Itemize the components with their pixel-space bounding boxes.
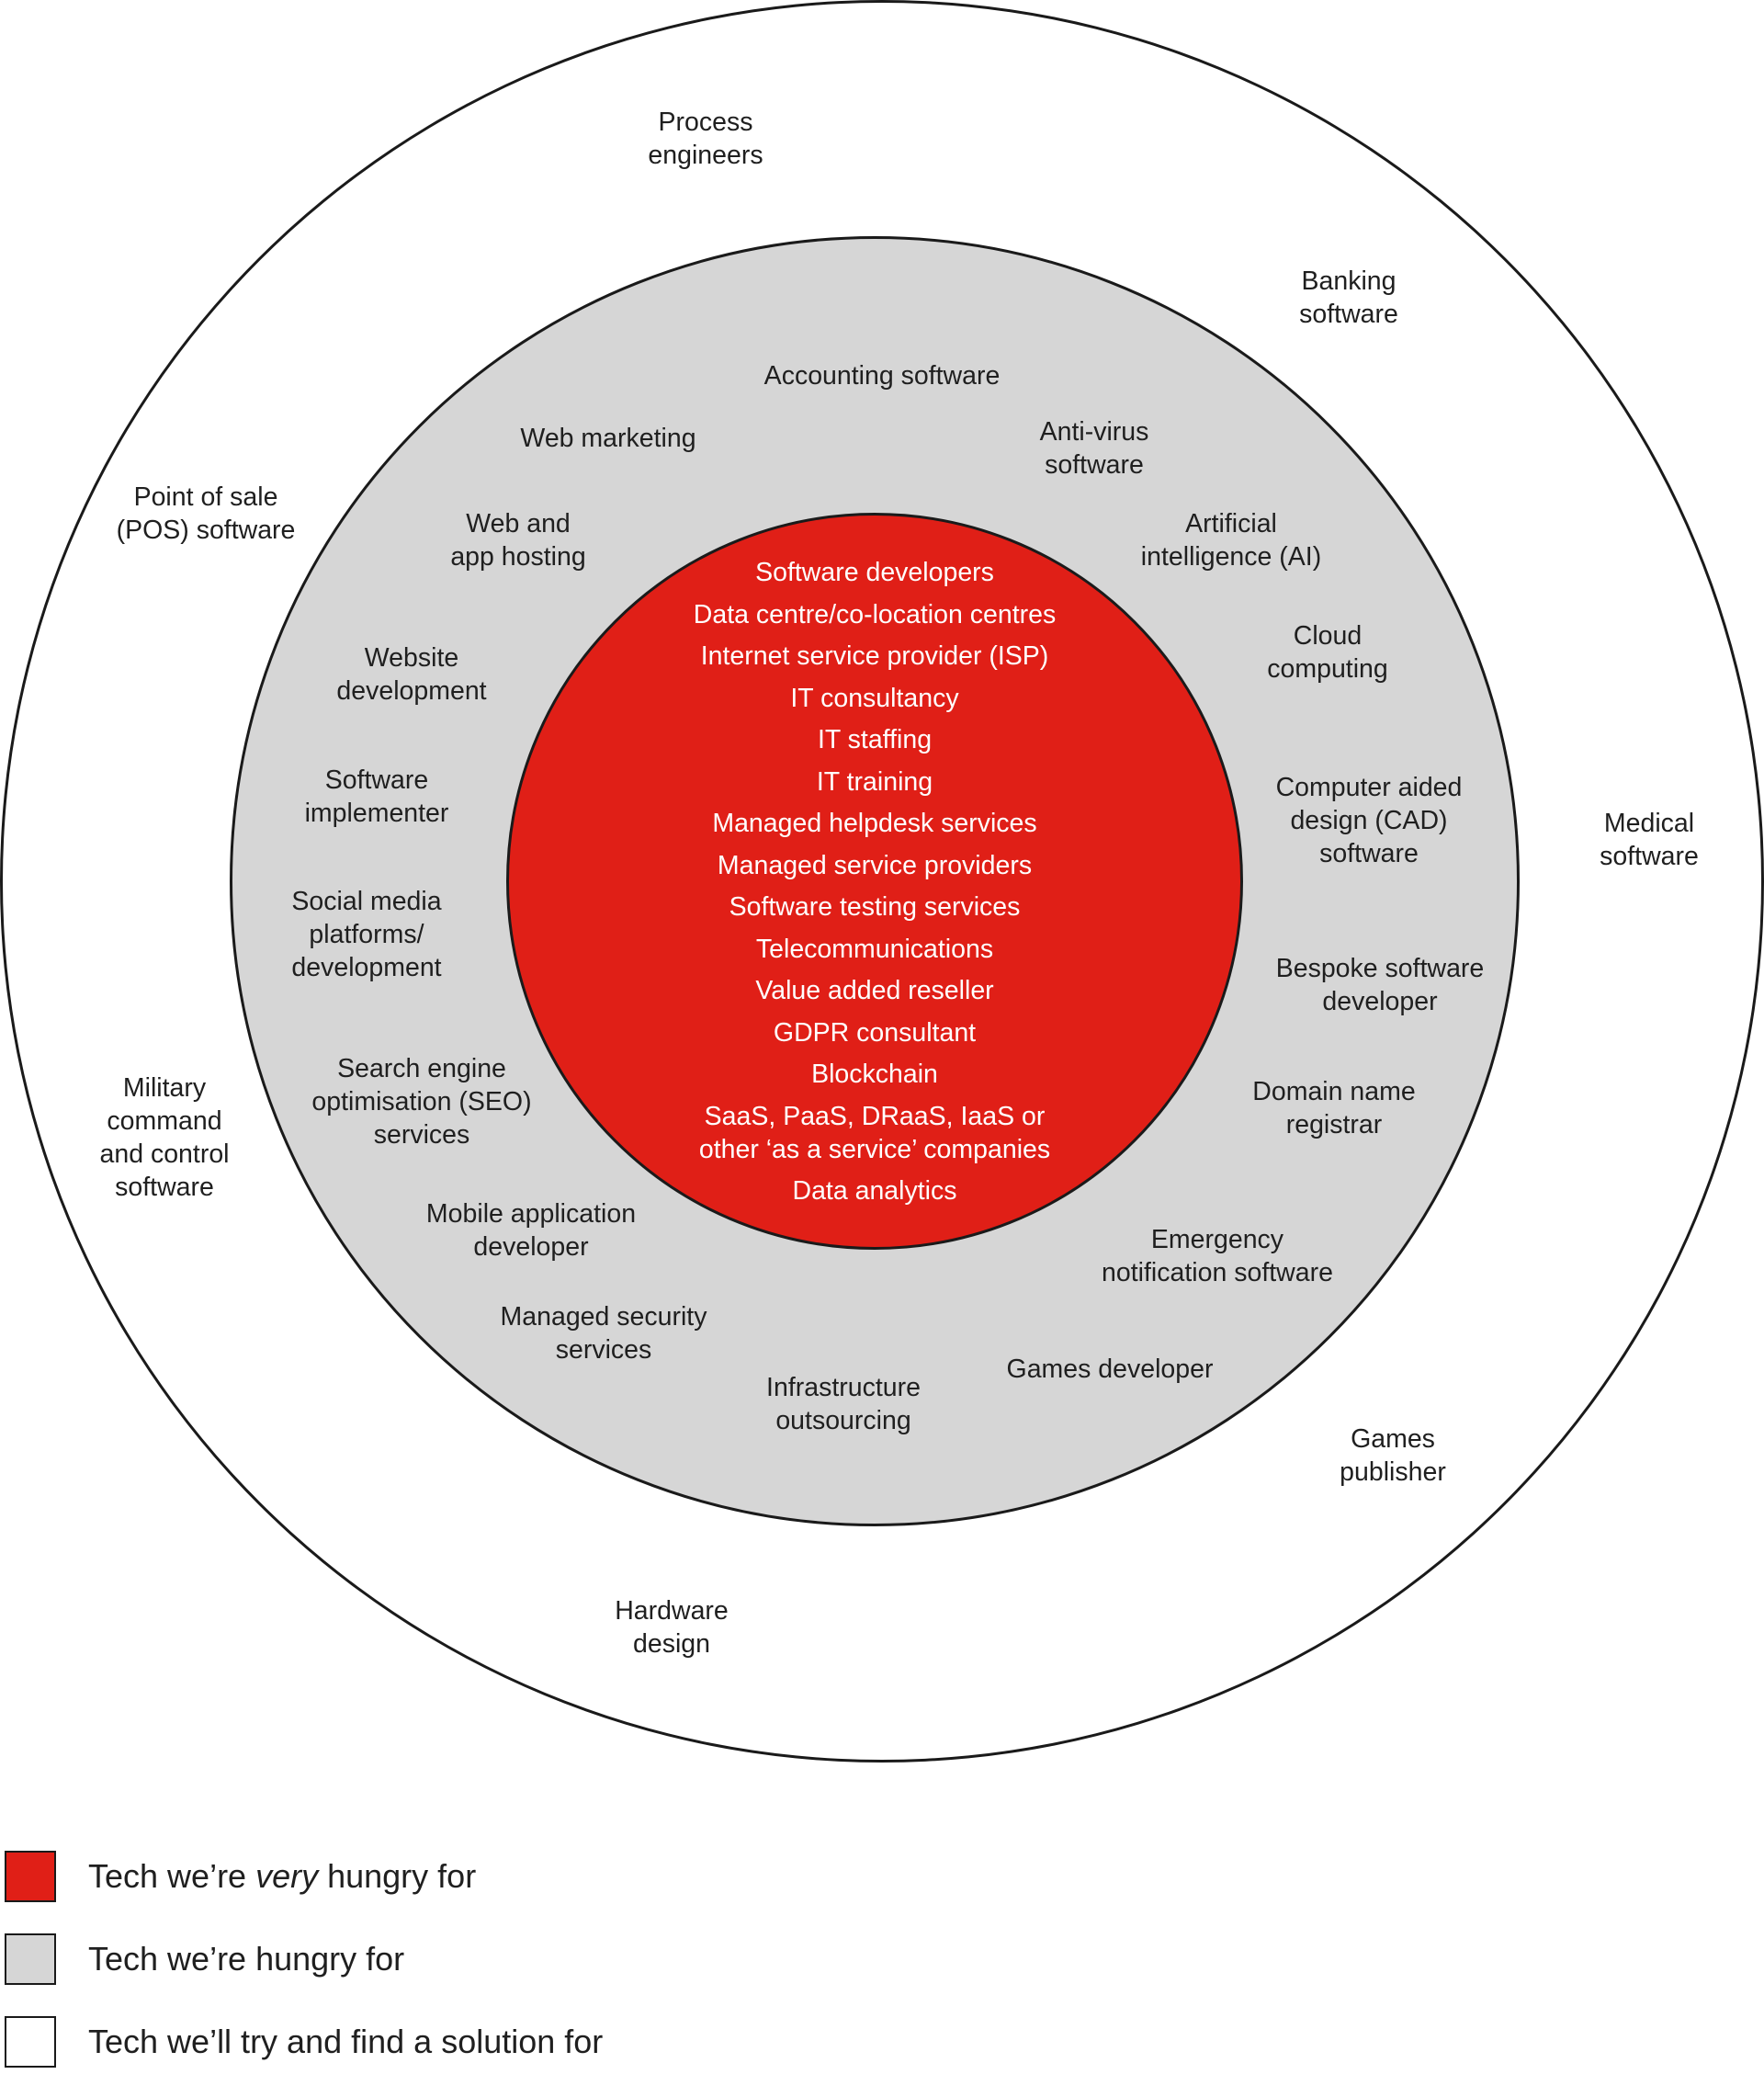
legend-label: Tech we’re hungry for: [88, 1940, 405, 1978]
legend-swatch-red: [5, 1851, 56, 1902]
outer-label: Hardware design: [615, 1596, 729, 1659]
middle-label: Cloud computing: [1267, 621, 1388, 684]
middle-label: Mobile application developer: [425, 1199, 637, 1262]
core-item: IT training: [816, 766, 933, 797]
legend-label: Tech we’re very hungry for: [88, 1857, 477, 1895]
legend-item-core: Tech we’re very hungry for: [5, 1849, 831, 1904]
core-circle: [506, 513, 1243, 1250]
legend-label: Tech we’ll try and find a solution for: [88, 2023, 604, 2060]
core-item: IT consultancy: [790, 683, 959, 713]
middle-label: Managed security services: [500, 1302, 707, 1365]
core-item: GDPR consultant: [773, 1017, 977, 1048]
core-item: Telecommunications: [755, 934, 994, 964]
middle-label: Bespoke software developer: [1275, 954, 1485, 1016]
outer-label: Point of sale (POS) software: [116, 482, 296, 545]
core-item: Data analytics: [792, 1176, 957, 1206]
legend-item-middle: Tech we’re hungry for: [5, 1932, 831, 1987]
legend-item-outer: Tech we’ll try and find a solution for: [5, 2014, 831, 2069]
core-item: SaaS, PaaS, DRaaS, IaaS or other ‘as a s…: [698, 1101, 1051, 1164]
core-item: Software developers: [755, 558, 994, 587]
middle-label: Web and app hosting: [450, 509, 586, 572]
outer-label: Process engineers: [648, 108, 763, 170]
legend-swatch-grey: [5, 1933, 56, 1985]
middle-label: Anti-virus software: [1039, 417, 1149, 480]
middle-label: Infrastructure outsourcing: [766, 1373, 921, 1435]
outer-label: Military command and control software: [99, 1073, 230, 1202]
middle-label: Social media platforms/ development: [291, 887, 442, 982]
middle-label: Web marketing: [520, 424, 696, 453]
legend-swatch-white: [5, 2016, 56, 2068]
middle-label: Search engine optimisation (SEO) service…: [311, 1054, 532, 1150]
middle-label: Games developer: [1006, 1355, 1214, 1384]
middle-label: Accounting software: [763, 361, 1001, 391]
outer-label: Medical software: [1600, 809, 1699, 871]
core-item: Managed helpdesk services: [712, 809, 1037, 838]
core-item: Data centre/co-location centres: [693, 599, 1057, 629]
middle-label: Artificial intelligence (AI): [1140, 509, 1322, 572]
middle-label: Emergency notification software: [1102, 1225, 1333, 1287]
legend: Tech we’re very hungry for Tech we’re hu…: [5, 1849, 831, 2097]
core-item: Value added reseller: [755, 976, 994, 1005]
core-item: Software testing services: [729, 892, 1021, 922]
middle-label: Computer aided design (CAD) software: [1275, 773, 1463, 868]
middle-label: Domain name registrar: [1252, 1077, 1416, 1139]
middle-label: Website development: [336, 643, 487, 706]
outer-label: Banking software: [1299, 266, 1398, 329]
core-item: Internet service provider (ISP): [700, 641, 1049, 671]
middle-label: Software implementer: [304, 765, 449, 828]
core-item: Blockchain: [811, 1060, 938, 1089]
core-item: IT staffing: [817, 725, 933, 754]
outer-label: Games publisher: [1340, 1424, 1446, 1487]
core-list: Software developers Data centre/co-locat…: [553, 556, 1196, 1217]
core-item: Managed service providers: [717, 850, 1033, 880]
